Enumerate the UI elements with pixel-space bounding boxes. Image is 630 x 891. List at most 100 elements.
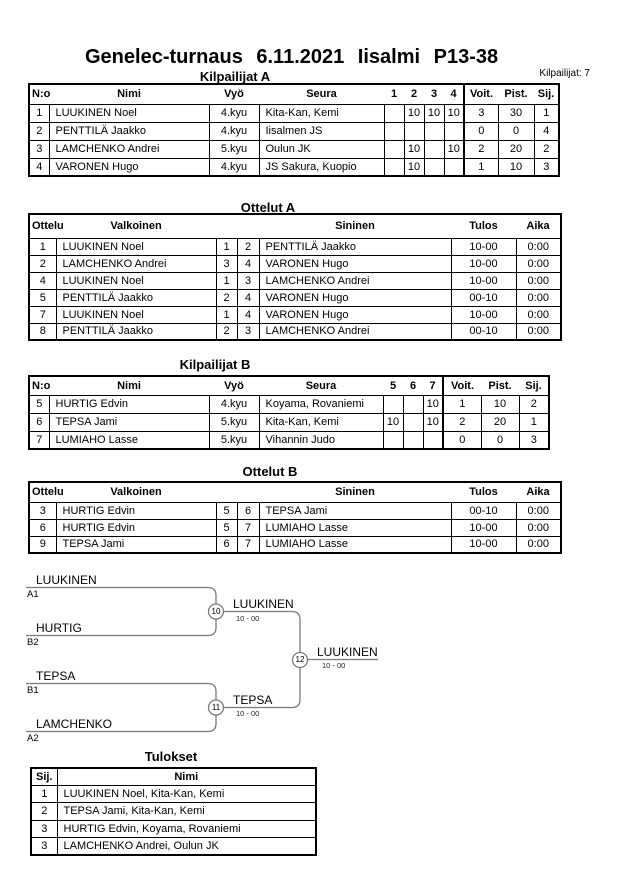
- cell-match: 5: [28, 288, 57, 307]
- cell-r4: [443, 157, 465, 177]
- section-title-ottelut-a: Ottelut A: [240, 200, 296, 215]
- cell-white: LUUKINEN Noel: [55, 237, 217, 256]
- col-header-place: Sij.: [534, 84, 559, 105]
- cell-place: 1: [30, 784, 58, 803]
- cell-result: 10-00: [450, 518, 517, 537]
- cell-place: 3: [30, 819, 58, 838]
- cell-r1: [383, 121, 405, 141]
- cell-white: PENTTILÄ Jaakko: [55, 288, 217, 307]
- col-header-name: Nimi: [49, 376, 209, 396]
- cell-wno: 1: [215, 237, 238, 256]
- cell-time: 0:00: [515, 288, 562, 307]
- cell-points: 30: [497, 103, 535, 123]
- competitors-count: Kilpailijat: 7: [539, 68, 590, 79]
- col-header-result: Tulos: [451, 214, 516, 239]
- cell-bno: 4: [236, 305, 260, 324]
- cell-belt: 4.kyu: [208, 103, 260, 123]
- cell-r5: [382, 430, 404, 450]
- cell-name: LAMCHENKO Andrei: [48, 139, 210, 159]
- cell-match: 6: [28, 518, 57, 537]
- cell-club: Vihannin Judo: [258, 430, 384, 450]
- col-header-r3: 3: [424, 84, 444, 105]
- cell-result: 10-00: [450, 254, 517, 273]
- cell-white: LUUKINEN Noel: [55, 305, 217, 324]
- cell-name: TEPSA Jami: [48, 412, 210, 432]
- bracket-slot2-seed: B2: [27, 637, 39, 648]
- cell-r1: [383, 139, 405, 159]
- bracket-slot4-seed: A2: [27, 733, 39, 744]
- col-header-wins: Voit.: [463, 84, 498, 105]
- cell-r6: [402, 430, 424, 450]
- cell-bno: 7: [236, 518, 260, 537]
- col-header-match: Ottelu: [29, 214, 64, 239]
- cell-r5: [382, 394, 404, 414]
- cell-wno: 5: [215, 501, 238, 520]
- cell-r3: [423, 157, 445, 177]
- col-header-name: Nimi: [56, 768, 316, 786]
- bracket-diagram: [26, 586, 378, 733]
- col-header-r5: 5: [383, 376, 403, 396]
- cell-r4: 10: [443, 103, 465, 123]
- cell-match: 1: [28, 237, 57, 256]
- cell-points: 20: [497, 139, 535, 159]
- cell-r2: [403, 121, 425, 141]
- bracket-slot3-name: TEPSA: [36, 669, 76, 683]
- col-header-bno: [237, 214, 259, 239]
- cell-wins: 0: [463, 121, 499, 141]
- cell-time: 0:00: [515, 305, 562, 324]
- section-title-tulokset: Tulokset: [144, 749, 198, 764]
- cell-bno: 3: [236, 322, 260, 341]
- semifinal1-score: 10 - 00: [236, 614, 260, 623]
- cell-white: HURTIG Edvin: [55, 501, 217, 520]
- cell-name: LAMCHENKO Andrei, Oulun JK: [56, 837, 317, 856]
- cell-club: Oulun JK: [258, 139, 385, 159]
- cell-time: 0:00: [515, 501, 562, 520]
- match-11-node: [207, 699, 225, 716]
- bracket-winner10-line: [223, 610, 301, 653]
- final-winner: LUUKINEN: [317, 645, 378, 659]
- cell-result: 00-10: [450, 501, 517, 520]
- cell-white: LAMCHENKO Andrei: [55, 254, 217, 273]
- bracket-slot3-seed: B1: [27, 685, 39, 696]
- col-header-belt: Vyö: [209, 376, 259, 396]
- cell-place: 4: [533, 121, 560, 141]
- cell-no: 5: [28, 394, 50, 414]
- cell-result: 10-00: [450, 305, 517, 324]
- col-header-points: Pist.: [481, 376, 519, 396]
- cell-wno: 5: [215, 518, 238, 537]
- col-header-r1: 1: [384, 84, 404, 105]
- cell-name: LUUKINEN Noel, Kita-Kan, Kemi: [56, 784, 317, 803]
- final-score: 10 - 00: [322, 661, 346, 670]
- col-header-white: Valkoinen: [56, 482, 216, 503]
- cell-place: 1: [533, 103, 560, 123]
- cell-result: 00-10: [450, 322, 517, 341]
- cell-name: VARONEN Hugo: [48, 157, 210, 177]
- semifinal2-winner: TEPSA: [233, 693, 273, 707]
- cell-bno: 7: [236, 535, 260, 554]
- cell-time: 0:00: [515, 518, 562, 537]
- cell-result: 10-00: [450, 271, 517, 290]
- table-header-row: Sij. Nimi: [31, 768, 316, 786]
- cell-wins: 3: [463, 103, 499, 123]
- col-header-name: Nimi: [49, 84, 209, 105]
- col-header-points: Pist.: [498, 84, 534, 105]
- cell-wins: 0: [442, 430, 482, 450]
- cell-belt: 4.kyu: [208, 157, 260, 177]
- cell-blue: VARONEN Hugo: [258, 288, 452, 307]
- cell-wno: 6: [215, 535, 238, 554]
- cell-time: 0:00: [515, 237, 562, 256]
- cell-r3: [423, 121, 445, 141]
- cell-blue: VARONEN Hugo: [258, 254, 452, 273]
- cell-name: PENTTILÄ Jaakko: [48, 121, 210, 141]
- col-header-white: Valkoinen: [56, 214, 216, 239]
